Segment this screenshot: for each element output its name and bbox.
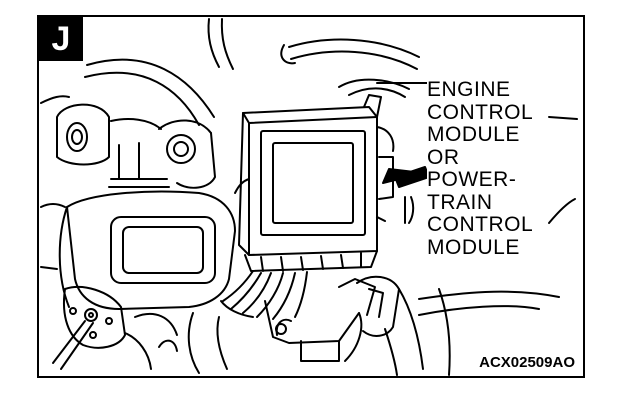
wire-harness — [220, 270, 308, 320]
misc-detail-lines — [40, 95, 470, 370]
label-line: OR — [427, 145, 460, 169]
control-module-box — [238, 94, 395, 256]
label-line: MODULE — [427, 235, 520, 259]
engine-bay-illustration — [40, 18, 578, 376]
mounting-bracket — [264, 278, 376, 362]
module-connector — [244, 250, 378, 272]
top-harness — [280, 38, 420, 98]
callout-lines — [376, 82, 578, 316]
component-label: ENGINE CONTROL MODULE OR POWER- TRAIN CO… — [427, 78, 534, 259]
label-line: TRAIN — [427, 190, 493, 214]
label-line: MODULE — [427, 123, 520, 146]
label-line: ENGINE — [427, 78, 511, 101]
label-line: POWER- — [427, 168, 517, 191]
label-line: CONTROL — [427, 213, 534, 236]
upper-panel-lines — [84, 18, 234, 126]
section-letter-badge: J — [39, 17, 83, 61]
left-bracket-assembly — [56, 103, 216, 189]
label-line: CONTROL — [427, 100, 534, 124]
bottom-left-sensor — [52, 286, 200, 374]
figure-code: ACX02509AO — [477, 354, 577, 371]
right-lower-part — [356, 275, 451, 376]
diagram-frame: J ENGINE CONTROL MODULE OR POWER- TRAIN … — [37, 15, 585, 378]
lower-left-panel — [58, 190, 236, 310]
pointer-arrow — [382, 166, 430, 188]
